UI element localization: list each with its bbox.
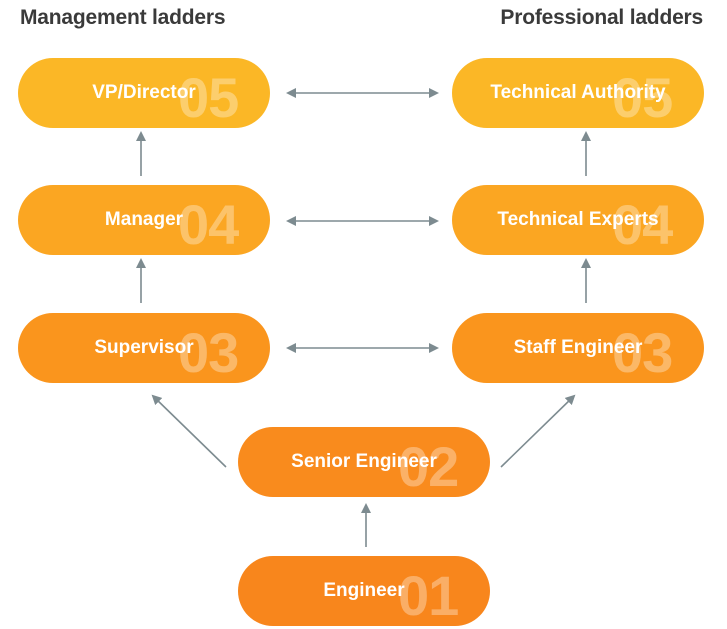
node-manager-number: 04	[178, 193, 239, 255]
node-supervisor: 03 Supervisor	[18, 313, 270, 383]
node-technical-authority: 05 Technical Authority	[452, 58, 704, 128]
node-technical-experts: 04 Technical Experts	[452, 185, 704, 255]
node-engineer-label: Engineer	[323, 580, 405, 601]
node-manager-label: Manager	[104, 209, 184, 230]
node-staff-engineer-label: Staff Engineer	[513, 337, 643, 358]
node-senior-engineer: 02 Senior Engineer	[238, 427, 490, 497]
node-technical-authority-number: 05	[612, 66, 673, 128]
node-staff-engineer-number: 03	[612, 321, 673, 383]
node-vp-director-number: 05	[178, 66, 239, 128]
node-engineer-number: 01	[398, 564, 459, 626]
professional-ladders-heading: Professional ladders	[500, 6, 703, 29]
management-ladders-heading: Management ladders	[20, 6, 226, 29]
node-supervisor-number: 03	[178, 321, 239, 383]
node-engineer: 01 Engineer	[238, 556, 490, 626]
node-manager: 04 Manager	[18, 185, 270, 255]
node-vp-director-label: VP/Director	[92, 82, 196, 103]
node-technical-experts-label: Technical Experts	[497, 209, 659, 230]
arrow-senior-to-supervisor	[151, 394, 227, 468]
node-staff-engineer: 03 Staff Engineer	[452, 313, 704, 383]
node-supervisor-label: Supervisor	[94, 337, 194, 358]
node-vp-director: 05 VP/Director	[18, 58, 270, 128]
arrow-senior-to-staff	[500, 394, 576, 468]
node-technical-experts-number: 04	[612, 193, 673, 255]
node-technical-authority-label: Technical Authority	[490, 82, 666, 103]
node-senior-engineer-label: Senior Engineer	[291, 451, 437, 472]
node-senior-engineer-number: 02	[398, 435, 459, 497]
